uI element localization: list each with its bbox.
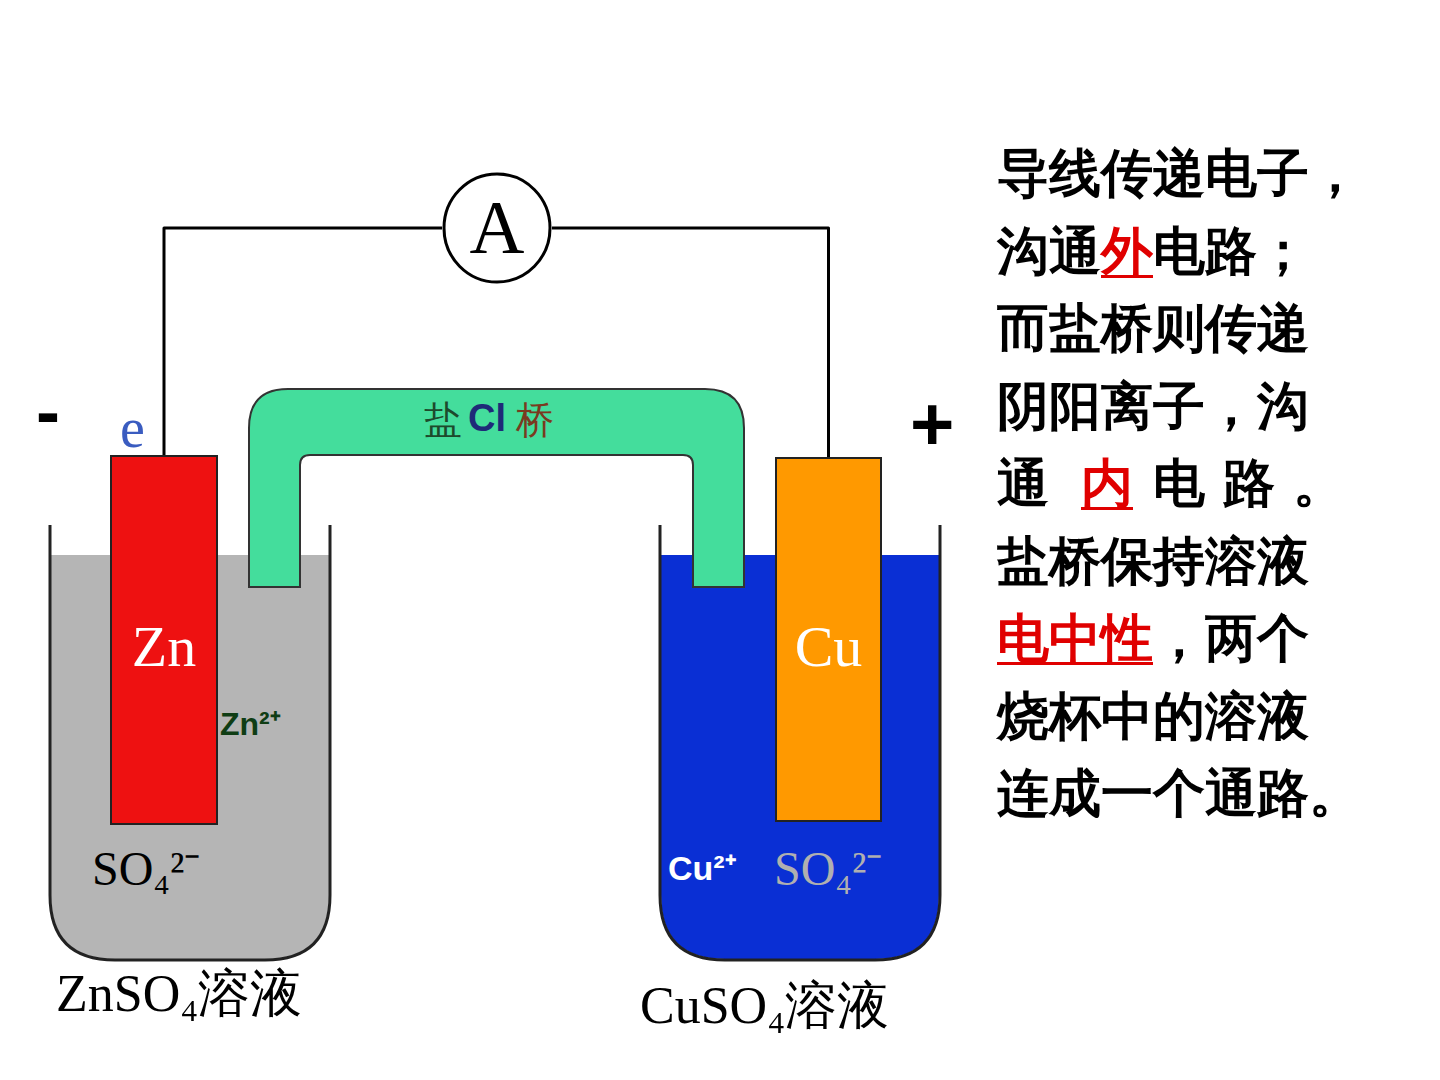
electron-label: e [120, 398, 145, 460]
note-text: 连成一个通路。 [997, 762, 1361, 824]
cuso4-beaker: Cu²⁺SO₄²⁻CuSO₄溶液Cu [660, 525, 940, 960]
note-text: 沟通 [997, 220, 1101, 282]
note-text: 电路； [1153, 220, 1309, 282]
znso4-beaker: Zn²⁺SO₄²⁻ZnSO₄溶液Zn [50, 525, 330, 960]
note-text: ，两个 [1153, 607, 1309, 669]
ion-label: SO₄²⁻ [92, 843, 200, 896]
salt-bridge-label: 盐 [424, 400, 462, 442]
highlight-term: 外 [1101, 220, 1153, 282]
note-text: 而盐桥则传递 [997, 297, 1309, 359]
ion-label: Cl [468, 398, 506, 440]
polarity-sign: - [36, 372, 60, 451]
electrode-label: Zn [110, 615, 218, 679]
note-text: 电 路 。 [1147, 452, 1345, 514]
note-line: 盐桥保持溶液 [997, 530, 1309, 592]
note-text: 盐桥保持溶液 [997, 530, 1309, 592]
solution-label: CuSO₄溶液 [640, 977, 889, 1034]
note-text: 导线传递电子， [997, 142, 1361, 204]
ion-label: Zn²⁺ [220, 707, 281, 742]
solution-label: ZnSO₄溶液 [56, 965, 302, 1022]
note-text: 阴阳离子，沟 [997, 375, 1309, 437]
note-line: 而盐桥则传递 [997, 297, 1309, 359]
salt-bridge-label: 桥 [516, 400, 554, 442]
note-line: 连成一个通路。 [997, 762, 1361, 824]
note-line: 电中性，两个 [997, 607, 1309, 669]
polarity-sign: + [910, 382, 954, 466]
ammeter-circle: A [442, 172, 552, 284]
copper-electrode: Cu [775, 457, 882, 822]
note-text: 烧杯中的溶液 [997, 685, 1309, 747]
note-line: 烧杯中的溶液 [997, 685, 1309, 747]
highlight-term: 电中性 [997, 607, 1153, 669]
ammeter-letter: A [442, 186, 552, 270]
highlight-term: 内 [1067, 452, 1147, 514]
ion-label: Cu²⁺ [668, 850, 736, 887]
note-text: 通 [997, 452, 1067, 514]
note-line: 通内电 路 。 [997, 452, 1345, 514]
note-line: 阴阳离子，沟 [997, 375, 1309, 437]
zinc-electrode: Zn [110, 455, 218, 825]
ion-label: SO₄²⁻ [774, 843, 882, 896]
salt-bridge: 盐Cl桥 [248, 388, 745, 588]
note-line: 导线传递电子， [997, 142, 1361, 204]
note-line: 沟通外电路； [997, 220, 1309, 282]
electrode-label: Cu [775, 615, 882, 679]
